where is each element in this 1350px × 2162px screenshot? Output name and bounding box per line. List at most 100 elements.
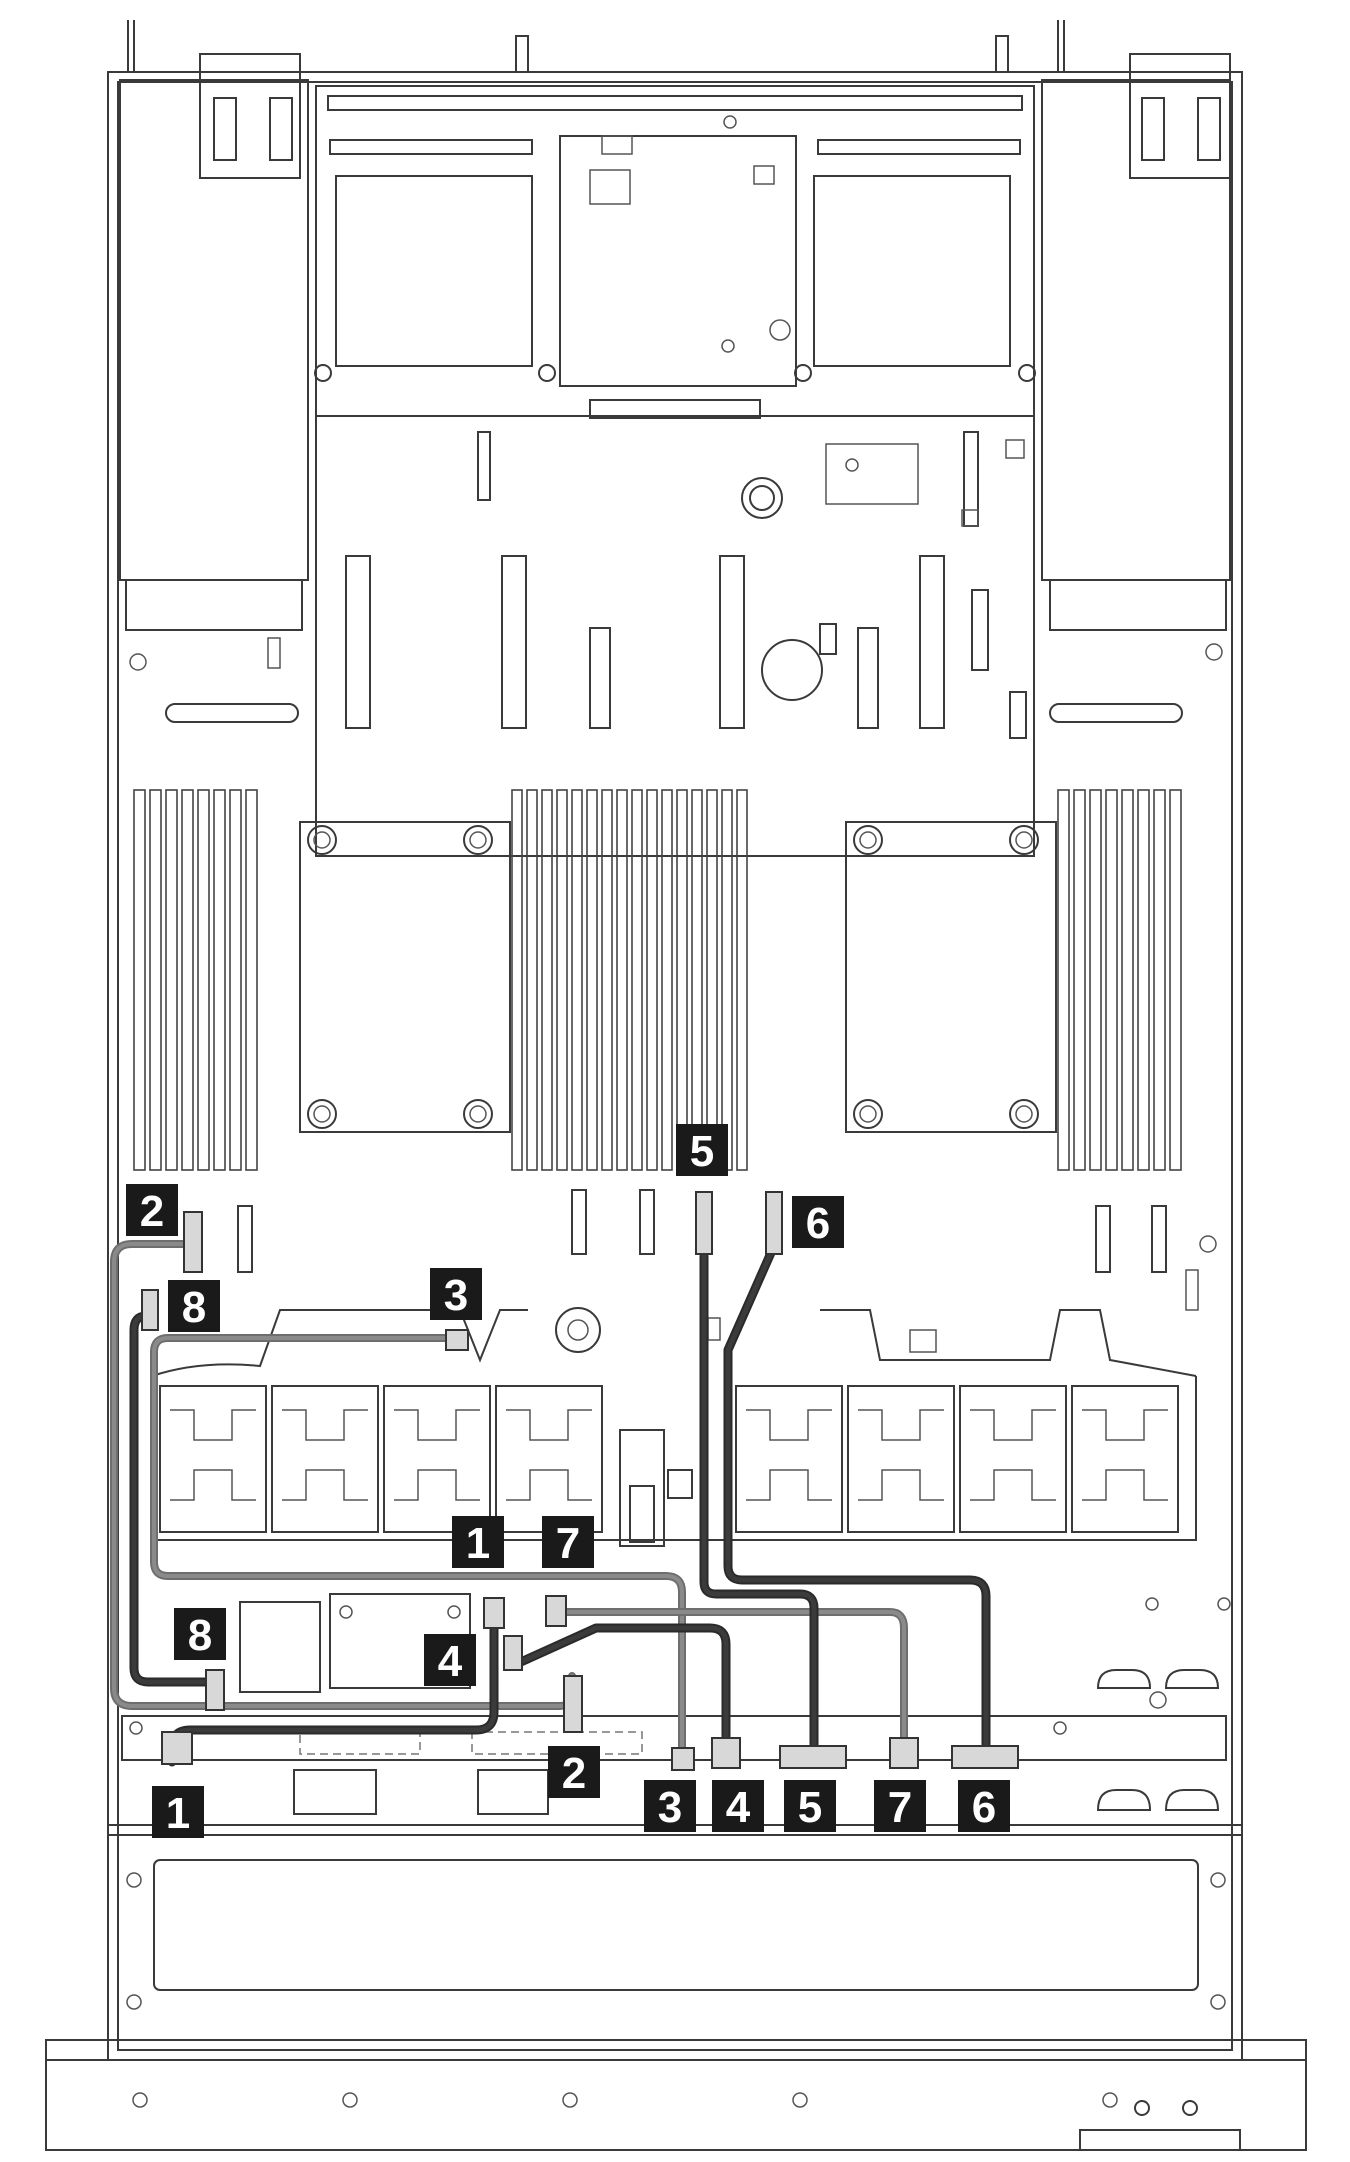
dimm-slot [601, 789, 613, 1171]
connector-6-lower [951, 1745, 1019, 1769]
svg-text:3: 3 [658, 1783, 682, 1832]
svg-text:1: 1 [166, 1789, 190, 1838]
connector-4-upper [503, 1635, 523, 1671]
dimm-slot [661, 789, 673, 1171]
svg-text:2: 2 [140, 1187, 164, 1236]
callout-4-upper: 4 [424, 1634, 476, 1686]
dimm-slot [1169, 789, 1182, 1171]
fan-blade-outline [282, 1409, 368, 1501]
svg-text:7: 7 [556, 1519, 580, 1568]
fan-module [847, 1385, 955, 1533]
top-guide-pins [127, 20, 1065, 73]
connector-3-upper [445, 1329, 469, 1351]
dimm-slot [1153, 789, 1166, 1171]
dimm-slot [1105, 789, 1118, 1171]
dimm-slot [556, 789, 568, 1171]
connector-2-upper [183, 1211, 203, 1273]
dimm-bank-center [511, 789, 748, 1171]
rear-riser-cages [314, 85, 1036, 419]
dimm-slot [133, 789, 146, 1171]
connector-2-mid [563, 1675, 583, 1733]
fan-blade-outline [506, 1409, 592, 1501]
dimm-slot [1089, 789, 1102, 1171]
dimm-slot [586, 789, 598, 1171]
dimm-slot [1137, 789, 1150, 1171]
processor-2-heatsink [845, 821, 1057, 1133]
dimm-slot [213, 789, 226, 1171]
dimm-slot [721, 789, 733, 1171]
dimm-slot [676, 789, 688, 1171]
dimm-bank-right [1057, 789, 1182, 1171]
callout-5-upper: 5 [676, 1124, 728, 1176]
dimm-slot [736, 789, 748, 1171]
connector-6-upper [765, 1191, 783, 1255]
svg-text:4: 4 [726, 1783, 751, 1832]
callout-8-upper: 8 [168, 1280, 220, 1332]
connector-1-upper [483, 1597, 505, 1629]
dimm-slot [181, 789, 194, 1171]
fan-cage [151, 1309, 1197, 1547]
callout-6-upper: 6 [792, 1196, 844, 1248]
callout-3-upper: 3 [430, 1268, 482, 1320]
svg-text:2: 2 [562, 1749, 586, 1798]
dimm-slot [541, 789, 553, 1171]
callout-7-upper: 7 [542, 1516, 594, 1568]
svg-text:1: 1 [466, 1519, 490, 1568]
callout-7-lower: 7 [874, 1780, 926, 1832]
callout-2-lower: 2 [548, 1746, 600, 1798]
processor-1-heatsink [299, 821, 511, 1133]
dimm-slot [149, 789, 162, 1171]
svg-text:6: 6 [972, 1783, 996, 1832]
dimm-slot [511, 789, 523, 1171]
connector-1-lower [161, 1731, 193, 1765]
dimm-slot [165, 789, 178, 1171]
dimm-slot [245, 789, 258, 1171]
fan-module [159, 1385, 267, 1533]
svg-text:3: 3 [444, 1271, 468, 1320]
dimm-slot [616, 789, 628, 1171]
fan-blade-outline [1082, 1409, 1168, 1501]
connector-3-lower [671, 1747, 695, 1771]
callouts: 2 8 3 5 6 1 7 8 [126, 1124, 1010, 1838]
dimm-slot [1073, 789, 1086, 1171]
fan-blade-outline [858, 1409, 944, 1501]
svg-text:4: 4 [438, 1637, 463, 1686]
connector-7-lower [889, 1737, 919, 1769]
callout-3-lower: 3 [644, 1780, 696, 1832]
fan-module [735, 1385, 843, 1533]
dimm-slot [229, 789, 242, 1171]
dimm-slot [526, 789, 538, 1171]
connector-7-upper [545, 1595, 567, 1627]
svg-text:5: 5 [690, 1127, 714, 1176]
dimm-slot [631, 789, 643, 1171]
psu-right [1041, 53, 1231, 631]
callout-8-lower: 8 [174, 1608, 226, 1660]
svg-text:7: 7 [888, 1783, 912, 1832]
dimm-slot [571, 789, 583, 1171]
callout-2-upper: 2 [126, 1184, 178, 1236]
system-board-upper [129, 415, 1223, 857]
dimm-slot [1057, 789, 1070, 1171]
dimm-slot [1121, 789, 1134, 1171]
front-board-connectors [237, 1189, 1217, 1353]
psu-left [119, 53, 309, 631]
dimm-slot [197, 789, 210, 1171]
callout-5-lower: 5 [784, 1780, 836, 1832]
dimm-slot [691, 789, 703, 1171]
connector-4-lower [711, 1737, 741, 1769]
callout-1-lower: 1 [152, 1786, 204, 1838]
connector-8-lower [205, 1669, 225, 1711]
svg-text:5: 5 [798, 1783, 822, 1832]
fan-module [959, 1385, 1067, 1533]
fan-module [383, 1385, 491, 1533]
callout-6-lower: 6 [958, 1780, 1010, 1832]
fan-module [271, 1385, 379, 1533]
svg-text:8: 8 [188, 1611, 212, 1660]
svg-text:8: 8 [182, 1283, 206, 1332]
connector-5-lower [779, 1745, 847, 1769]
connector-8-upper [141, 1289, 159, 1331]
dimm-bank-left [133, 789, 258, 1171]
dimm-slot [706, 789, 718, 1171]
dimm-slot [646, 789, 658, 1171]
fan-blade-outline [746, 1409, 832, 1501]
